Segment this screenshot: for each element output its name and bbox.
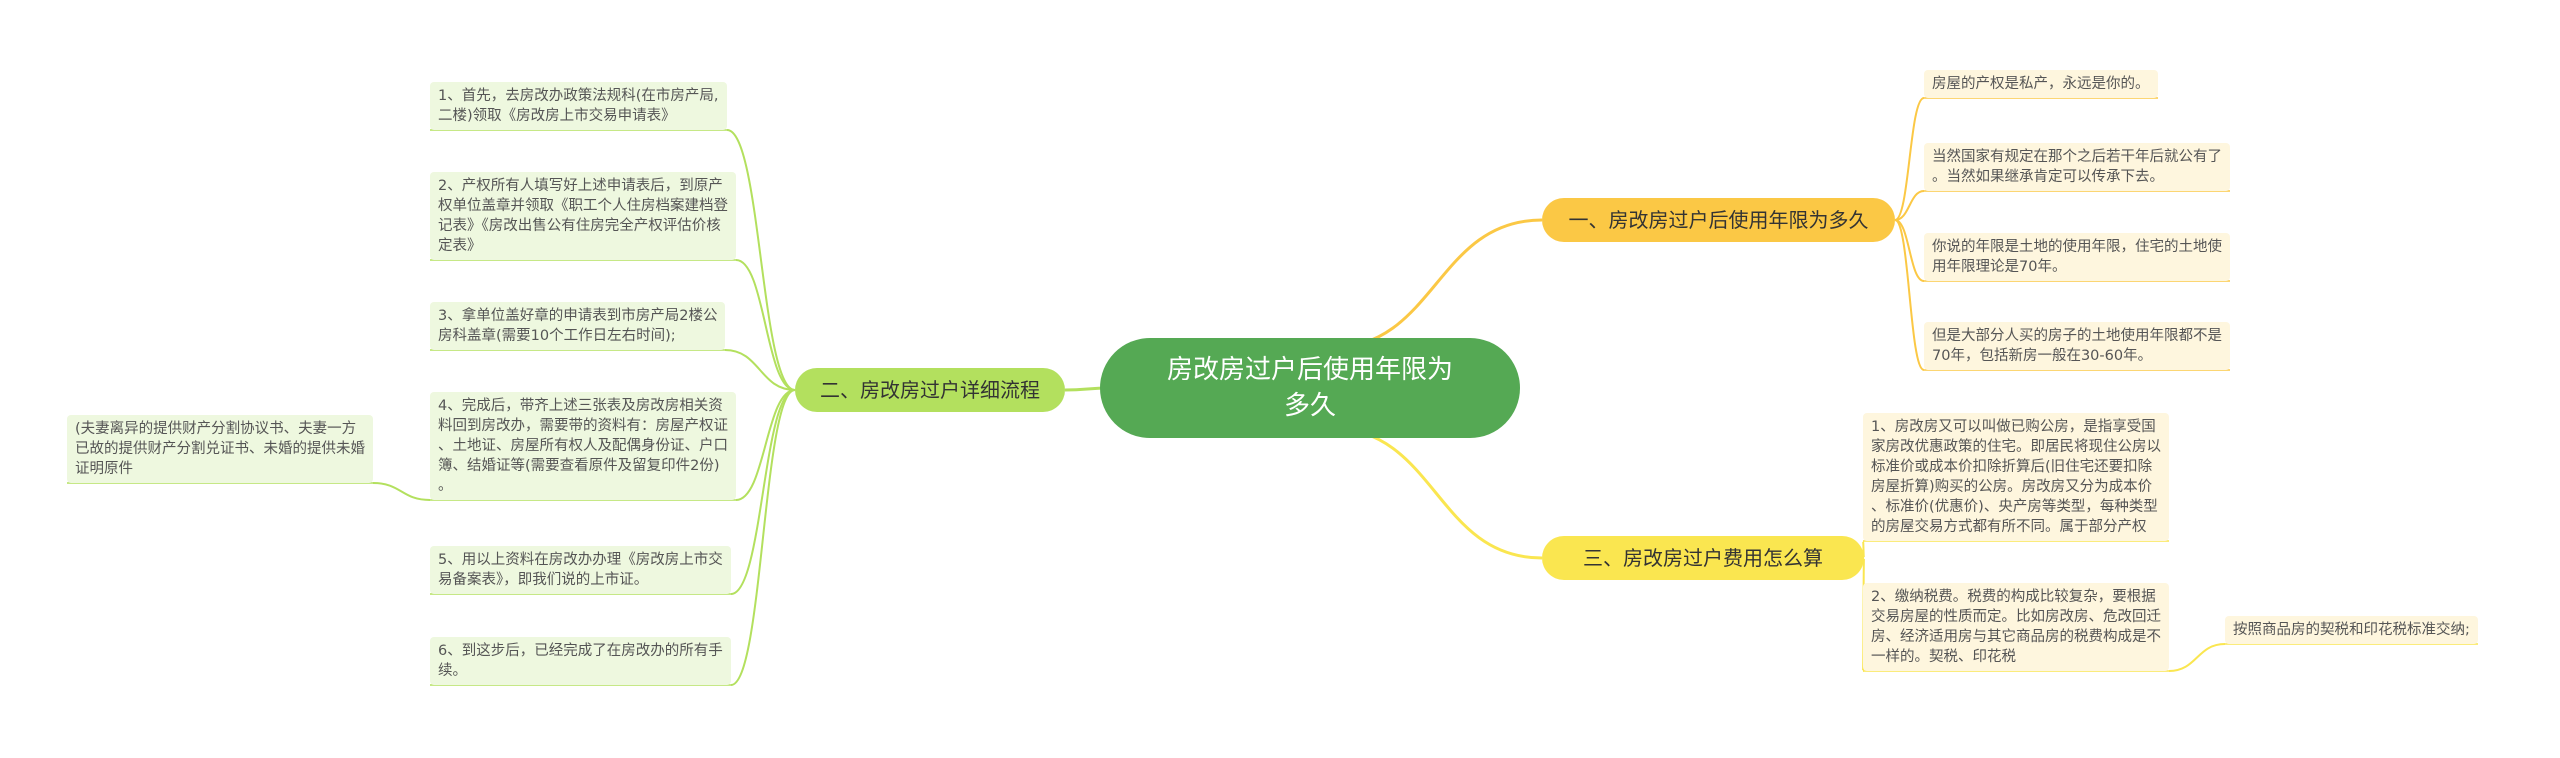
leaf-text-line: 定表》 bbox=[438, 238, 482, 254]
leaf-text-line: 用年限理论是70年。 bbox=[1932, 259, 2067, 275]
leaf-step-5[interactable]: 5、用以上资料在房改办办理《房改房上市交易备案表》，即我们说的上市证。 bbox=[430, 546, 731, 594]
leaf-text-line: 交易房屋的性质而定。比如房改房、危改回迁 bbox=[1871, 609, 2161, 625]
leaf-text-line: 你说的年限是土地的使用年限，住宅的土地使 bbox=[1932, 239, 2222, 255]
leaf-text-line: 2、产权所有人填写好上述申请表后，到原产 bbox=[438, 178, 723, 194]
connector-line bbox=[1329, 218, 1543, 350]
leaf-text-line: 料回到房改办，需要带的资料有：房屋产权证 bbox=[438, 418, 728, 434]
leaf-text-line: (夫妻离异的提供财产分割协议书、夫妻一方 bbox=[75, 421, 357, 437]
connector-line bbox=[1894, 190, 1925, 221]
connector-line bbox=[735, 259, 796, 391]
leaf-text-line: 2、缴纳税费。税费的构成比较复杂，要根据 bbox=[1871, 589, 2156, 605]
leaf-public-after-years[interactable]: 当然国家有规定在那个之后若干年后就公有了。当然如果继承肯定可以传承下去。 bbox=[1924, 143, 2230, 191]
leaf-text-line: 证明原件 bbox=[75, 461, 133, 477]
leaf-step-3[interactable]: 3、拿单位盖好章的申请表到市房产局2楼公房科盖章(需要10个工作日左右时间); bbox=[430, 302, 726, 350]
leaf-text-line: 当然国家有规定在那个之后若干年后就公有了 bbox=[1932, 149, 2222, 165]
leaf-text-line: 房科盖章(需要10个工作日左右时间); bbox=[438, 328, 676, 344]
leaf-text-line: 标准价或成本价扣除折算后(旧住宅还要扣除 bbox=[1871, 459, 2153, 475]
leaf-text-line: 房、经济适用房与其它商品房的税费构成是不 bbox=[1871, 629, 2161, 645]
leaf-text-line: 房屋折算)购买的公房。房改房又分为成本价 bbox=[1871, 479, 2153, 495]
leaf-text-line: 4、完成后，带齐上述三张表及房改房相关资 bbox=[438, 398, 723, 414]
leaf-text-line: 6、到这步后，已经完成了在房改办的所有手 bbox=[438, 643, 723, 659]
leaf-text-line: 、标准价(优惠价)、央产房等类型，每种类型 bbox=[1871, 499, 2158, 515]
leaf-tax-standard[interactable]: 按照商品房的契税和印花税标准交纳; bbox=[2225, 616, 2478, 644]
leaf-text-line: 房屋的产权是私产，永远是你的。 bbox=[1932, 76, 2150, 92]
connector-line bbox=[730, 389, 796, 686]
leaf-text-line: 70年，包括新房一般在30-60年。 bbox=[1932, 348, 2153, 364]
central-topic-line2: 多久 bbox=[1283, 391, 1336, 421]
connector-line bbox=[726, 129, 796, 391]
leaf-step-2[interactable]: 2、产权所有人填写好上述申请表后，到原产权单位盖章并领取《职工个人住房档案建档登… bbox=[430, 172, 736, 260]
leaf-text-line: 一样的。契税、印花税 bbox=[1871, 649, 2016, 665]
connector-line bbox=[372, 482, 431, 501]
leaf-text-line: 1、首先，去房改办政策法规科(在市房产局, bbox=[438, 88, 719, 104]
leaf-text-line: 的房屋交易方式都有所不同。属于部分产权 bbox=[1871, 519, 2147, 535]
connector-line bbox=[1894, 219, 1925, 282]
leaf-text-line: 二楼)领取《房改房上市交易申请表》 bbox=[438, 108, 676, 124]
leaf-text-line: 权单位盖章并领取《职工个人住房档案建档登 bbox=[438, 198, 728, 214]
leaf-text-line: 、土地证、房屋所有权人及配偶身份证、户口 bbox=[438, 438, 728, 454]
branch-transfer-process[interactable]: 二、房改房过户详细流程 bbox=[795, 368, 1065, 412]
connector-line bbox=[724, 349, 796, 391]
leaf-text-line: 3、拿单位盖好章的申请表到市房产局2楼公 bbox=[438, 308, 718, 324]
leaf-property-private[interactable]: 房屋的产权是私产，永远是你的。 bbox=[1924, 70, 2158, 98]
leaf-step-6[interactable]: 6、到这步后，已经完成了在房改办的所有手续。 bbox=[430, 637, 731, 685]
leaf-text-line: 1、房改房又可以叫做已购公房，是指享受国 bbox=[1871, 419, 2156, 435]
leaf-text-line: 但是大部分人买的房子的土地使用年限都不是 bbox=[1932, 328, 2222, 344]
leaf-pay-taxes[interactable]: 2、缴纳税费。税费的构成比较复杂，要根据交易房屋的性质而定。比如房改房、危改回迁… bbox=[1863, 583, 2169, 671]
branch-usage-years[interactable]: 一、房改房过户后使用年限为多久 bbox=[1542, 198, 1895, 242]
connector-line bbox=[2168, 643, 2226, 672]
connector-line bbox=[1894, 219, 1925, 371]
leaf-text-line: 。当然如果继承肯定可以传承下去。 bbox=[1932, 169, 2164, 185]
leaf-text-line: 已故的提供财产分割兑证书、未婚的提供未婚 bbox=[75, 441, 365, 457]
leaf-text-line: 按照商品房的契税和印花税标准交纳; bbox=[2233, 622, 2470, 638]
leaf-fangaifang-definition[interactable]: 1、房改房又可以叫做已购公房，是指享受国家房改优惠政策的住宅。即居民将现住公房以… bbox=[1863, 413, 2169, 541]
leaf-step-1[interactable]: 1、首先，去房改办政策法规科(在市房产局, 二楼)领取《房改房上市交易申请表》 bbox=[430, 82, 727, 130]
leaf-text-line: 5、用以上资料在房改办办理《房改房上市交 bbox=[438, 552, 723, 568]
leaf-land-use-30-60-years[interactable]: 但是大部分人买的房子的土地使用年限都不是 70年，包括新房一般在30-60年。 bbox=[1924, 322, 2230, 370]
leaf-text-line: 簿、结婚证等(需要查看原件及留复印件2份) bbox=[438, 458, 720, 474]
leaf-step-4[interactable]: 4、完成后，带齐上述三张表及房改房相关资料回到房改办，需要带的资料有：房屋产权证… bbox=[430, 392, 736, 500]
leaf-text-line: 续。 bbox=[438, 663, 467, 679]
connector-line bbox=[730, 389, 796, 595]
connector-line bbox=[1329, 426, 1543, 560]
leaf-text-line: 。 bbox=[438, 478, 453, 494]
connector-line bbox=[735, 389, 796, 501]
central-topic-line1: 房改房过户后使用年限为 bbox=[1166, 355, 1453, 385]
central-topic[interactable]: 房改房过户后使用年限为 多久 bbox=[1100, 338, 1520, 438]
leaf-land-use-70-years[interactable]: 你说的年限是土地的使用年限，住宅的土地使用年限理论是70年。 bbox=[1924, 233, 2230, 281]
branch-transfer-fees[interactable]: 三、房改房过户费用怎么算 bbox=[1542, 536, 1864, 580]
leaf-text-line: 家房改优惠政策的住宅。即居民将现住公房以 bbox=[1871, 439, 2161, 455]
leaf-step-4-note[interactable]: (夫妻离异的提供财产分割协议书、夫妻一方已故的提供财产分割兑证书、未婚的提供未婚… bbox=[67, 415, 373, 483]
leaf-text-line: 记表》《房改出售公有住房完全产权评估价核 bbox=[438, 218, 721, 234]
connector-line bbox=[1894, 97, 1925, 221]
leaf-text-line: 易备案表》，即我们说的上市证。 bbox=[438, 572, 649, 588]
